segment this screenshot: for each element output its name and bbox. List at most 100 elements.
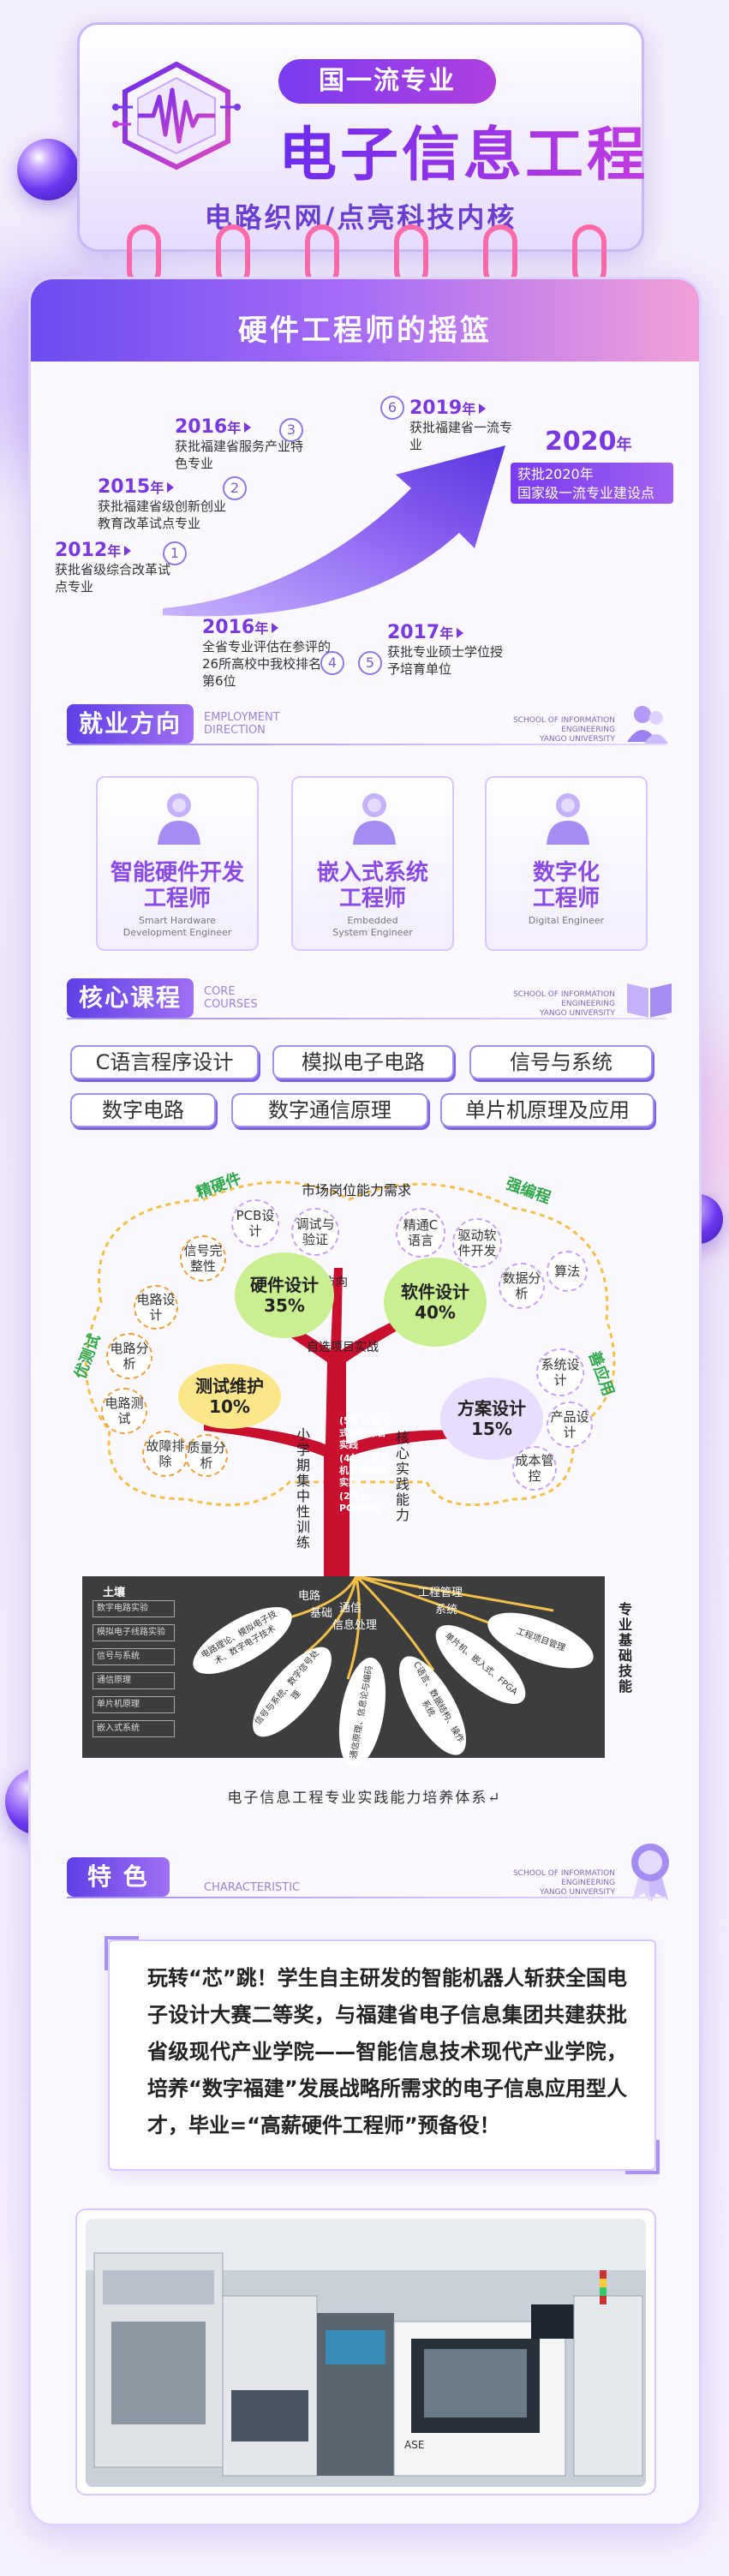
trunk-note: (2年): PCB实训 (339, 1491, 379, 1514)
engineer-person-icon (353, 793, 396, 845)
timeline-text: 获批福建省级创新创业教育改革试点专业 (98, 499, 227, 531)
tree-leaf: 产品设计 (547, 1402, 593, 1448)
timeline-text: 获批福建省一流专业 (409, 420, 513, 452)
timeline-text: 获批省级综合改革试点专业 (55, 562, 171, 595)
course-item: 单片机原理及应用 (440, 1093, 654, 1127)
soil-item: 模拟电子线路实验 (93, 1624, 175, 1641)
trunk-note: (4年): 单片机系统综合实践 (339, 1453, 390, 1488)
timeline-year-unit: 年 (616, 436, 632, 454)
timeline-year-unit: 年 (462, 401, 476, 417)
courses-header: 核心课程 CORE COURSES SCHOOL OF INFORMATION … (67, 978, 672, 1019)
tree-leaf: 质量分析 (185, 1434, 228, 1477)
soil-item: 嵌入式系统 (93, 1720, 175, 1737)
feature-heading: 特 色 (67, 1857, 170, 1897)
photo-frame: ASE (75, 2208, 656, 2495)
book-icon (627, 983, 672, 1018)
timeline-year: 2016 (202, 617, 255, 638)
timeline-year: 2015 (98, 476, 151, 498)
tree-leaf: 精通C语言 (396, 1208, 445, 1258)
tree-leaf: 调试与验证 (291, 1208, 339, 1256)
root-label: 工程管理 (418, 1587, 463, 1599)
corner-decoration (625, 2140, 660, 2174)
decorative-sphere (17, 139, 79, 200)
binder-rings (127, 224, 607, 293)
machine-brand: ASE (404, 2439, 424, 2451)
course-item: 模拟电子电路 (272, 1045, 454, 1079)
timeline-year-unit: 年 (439, 625, 454, 642)
header-card: 国一流专业 电子信息工程 电路织网/点亮科技内核 (77, 22, 645, 252)
soil-item: 数字电路实验 (93, 1600, 175, 1617)
timeline-item-5: 2017年 获批专业硕士学位授予培育单位 (387, 622, 507, 678)
user-group-icon (627, 706, 668, 744)
soil-item: 信号与系统 (93, 1648, 175, 1665)
timeline-marker: 2 (223, 476, 247, 500)
tree-leaf: 成本管控 (512, 1446, 557, 1491)
timeline-year-unit: 年 (227, 420, 242, 436)
tree-canopy (84, 1180, 616, 1576)
soil-item: 通信原理 (93, 1672, 175, 1689)
timeline-marker: 5 (358, 651, 382, 675)
tree-left-vertical: 小学期集中性训练 (294, 1427, 310, 1551)
timeline-final-year: 2020年 (545, 427, 632, 457)
root-label: 电路 (298, 1590, 321, 1603)
course-item: 信号与系统 (469, 1045, 653, 1079)
timeline-item-3: 2016年 获批福建省服务产业特色专业 (175, 416, 303, 472)
content-header: 硬件工程师的摇篮 (31, 279, 699, 362)
tree-leaf: 电路分析 (106, 1333, 152, 1379)
tree-leaf: 故障排除 (142, 1431, 188, 1477)
timeline-year: 2019 (409, 397, 463, 419)
employment-heading-en: EMPLOYMENT DIRECTION (204, 711, 280, 737)
course-item: C语言程序设计 (70, 1045, 259, 1079)
timeline-marker: 1 (163, 541, 187, 565)
courses-heading: 核心课程 (67, 978, 194, 1018)
divider (67, 1897, 666, 1898)
employment-header: 就业方向 EMPLOYMENT DIRECTION SCHOOL OF INFO… (67, 704, 668, 745)
root-label: 信息处理 (332, 1619, 378, 1632)
soil-item: 单片机原理 (93, 1696, 175, 1713)
root-label: 通信 (339, 1602, 362, 1615)
course-item: 数字电路 (70, 1093, 216, 1127)
engineer-person-icon (547, 793, 589, 845)
timeline-year: 2020 (545, 427, 617, 457)
soil-base: 土壤 数字电路实验 模拟电子线路实验 信号与系统 通信原理 单片机原理 嵌入式系… (82, 1576, 605, 1772)
timeline-item-2: 2015年 获批福建省级创新创业教育改革试点专业 (98, 476, 235, 532)
employment-heading: 就业方向 (67, 704, 194, 744)
timeline-year-unit: 年 (107, 543, 122, 559)
corner-decoration (105, 1936, 139, 1970)
timeline-marker: 4 (320, 651, 344, 675)
growth-arrow-icon (163, 445, 505, 617)
base-skill-label: 专业基础技能 (616, 1602, 632, 1694)
root-label: 基础 (310, 1607, 333, 1620)
section-title: 硬件工程师的摇篮 (238, 314, 492, 348)
job-card: 数字化工程师 Digital Engineer (485, 776, 648, 951)
trunk-note: (5年): 嵌入式系统综合实践 (339, 1415, 390, 1450)
timeline-text: 全省专业评估在参评的26所高校中我校排名第6位 (202, 639, 332, 689)
root-label: 系统 (435, 1604, 458, 1617)
job-title: 智能硬件开发工程师 (110, 860, 244, 911)
timeline-final-box: 获批2020年 国家级一流专业建设点 (511, 463, 673, 504)
school-tag: SCHOOL OF INFORMATION ENGINEERING YANGO … (512, 716, 615, 744)
timeline-item-4: 2016年 全省专业评估在参评的26所高校中我校排名第6位 (202, 617, 332, 690)
timeline-item-1: 2012年 获批省级综合改革试点专业 (55, 540, 175, 595)
soil-title: 土壤 (103, 1587, 126, 1599)
tree-leaf: 信号完整性 (180, 1235, 226, 1282)
circuit-logo-icon (112, 61, 241, 170)
tree-leaf: 电路设计 (134, 1285, 178, 1330)
timeline-year-unit: 年 (150, 480, 164, 496)
tree-leaf: 电路测试 (101, 1388, 147, 1434)
tree-leaf: 驱动软件开发 (452, 1218, 502, 1268)
slogan: 电路织网/点亮科技内核 (204, 201, 517, 234)
feature-header: 特 色 CHARACTERISTIC SCHOOL OF INFORMATION… (67, 1844, 669, 1902)
school-tag: SCHOOL OF INFORMATION ENGINEERING YANGO … (512, 1869, 615, 1897)
badge: 国一流专业 (278, 59, 496, 104)
divider (67, 744, 666, 745)
timeline-marker: 3 (279, 418, 303, 442)
timeline-text: 获批福建省服务产业特色专业 (175, 439, 304, 471)
tree-leaf: 系统设计 (536, 1348, 584, 1396)
